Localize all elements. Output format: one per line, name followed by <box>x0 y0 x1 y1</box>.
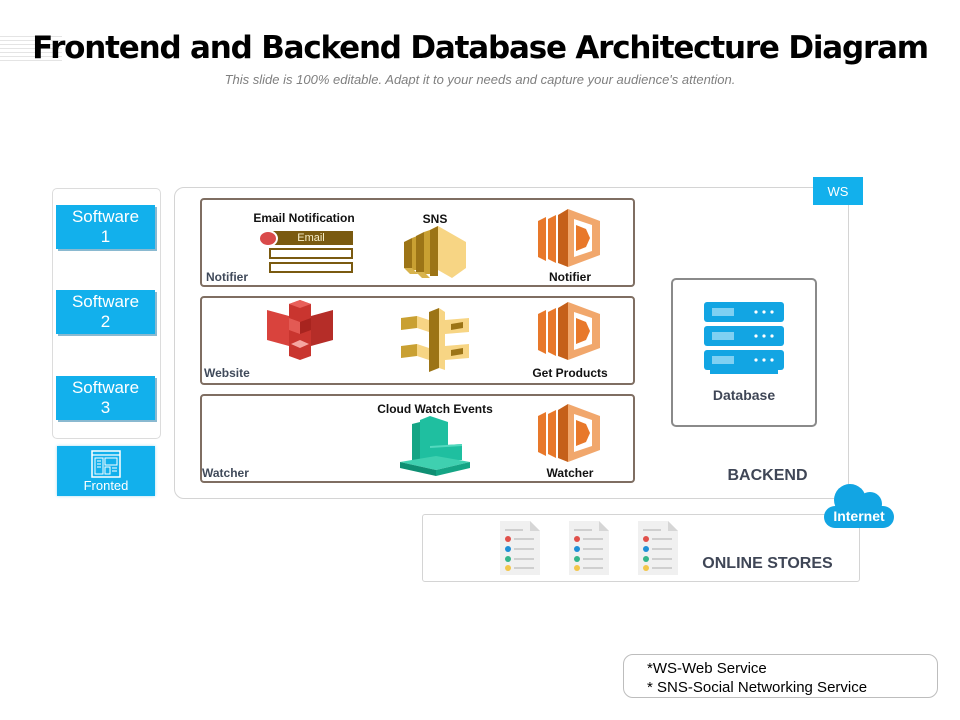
email-input-line-2[interactable] <box>269 262 353 273</box>
watcher-caption: Watcher <box>546 466 594 480</box>
server-stack-icon <box>704 302 784 374</box>
software-2-number: 2 <box>100 312 111 331</box>
database-label: Database <box>712 387 776 403</box>
fronted-box[interactable]: Fronted <box>57 446 155 496</box>
legend-ws: *WS-Web Service <box>647 660 767 677</box>
sns-icon <box>404 226 466 278</box>
title-decoration <box>0 36 62 64</box>
software-1-box[interactable]: Software 1 <box>56 205 155 249</box>
api-gateway-icon <box>401 308 469 372</box>
software-2-box[interactable]: Software 2 <box>56 290 155 334</box>
store-document-icon-1 <box>500 521 540 575</box>
email-notification-widget[interactable]: Email <box>258 230 354 276</box>
s3-bucket-icon <box>267 300 333 360</box>
layout-window-icon <box>91 450 121 478</box>
cloudwatch-caption: Cloud Watch Events <box>377 402 493 416</box>
software-1-label: Software <box>71 207 140 226</box>
fronted-label: Fronted <box>83 478 129 493</box>
software-2-label: Software <box>71 292 140 311</box>
sns-caption: SNS <box>422 212 448 226</box>
get-products-caption: Get Products <box>532 366 608 380</box>
software-3-box[interactable]: Software 3 <box>56 376 155 420</box>
cloudwatch-icon <box>400 416 470 476</box>
legend-sns: * SNS-Social Networking Service <box>647 679 868 696</box>
ws-tag: WS <box>813 177 863 205</box>
store-document-icon-3 <box>638 521 678 575</box>
software-3-number: 3 <box>100 398 111 417</box>
page-title: Frontend and Backend Database Architectu… <box>32 30 929 66</box>
watcher-row-label: Watcher <box>202 466 249 480</box>
cloud-icon <box>824 484 894 528</box>
email-status-dot <box>258 230 278 247</box>
store-document-icon-2 <box>569 521 609 575</box>
notifier-caption: Notifier <box>549 270 591 284</box>
email-input-line-1[interactable] <box>269 248 353 259</box>
legend-box: *WS-Web Service * SNS-Social Networking … <box>623 654 938 698</box>
internet-label: Internet <box>833 508 885 524</box>
software-1-number: 1 <box>100 227 111 246</box>
watcher-lambda-icon <box>538 404 600 462</box>
email-notification-title: Email Notification <box>253 211 355 225</box>
software-3-label: Software <box>71 378 140 397</box>
notifier-row-label: Notifier <box>206 270 248 284</box>
page-subtitle: This slide is 100% editable. Adapt it to… <box>224 72 736 87</box>
email-button[interactable]: Email <box>269 231 353 245</box>
get-products-lambda-icon <box>538 302 600 360</box>
website-row-label: Website <box>204 366 250 380</box>
notifier-lambda-icon <box>538 209 600 267</box>
online-stores-label: ONLINE STORES <box>702 555 833 572</box>
backend-label: BACKEND <box>727 467 808 484</box>
